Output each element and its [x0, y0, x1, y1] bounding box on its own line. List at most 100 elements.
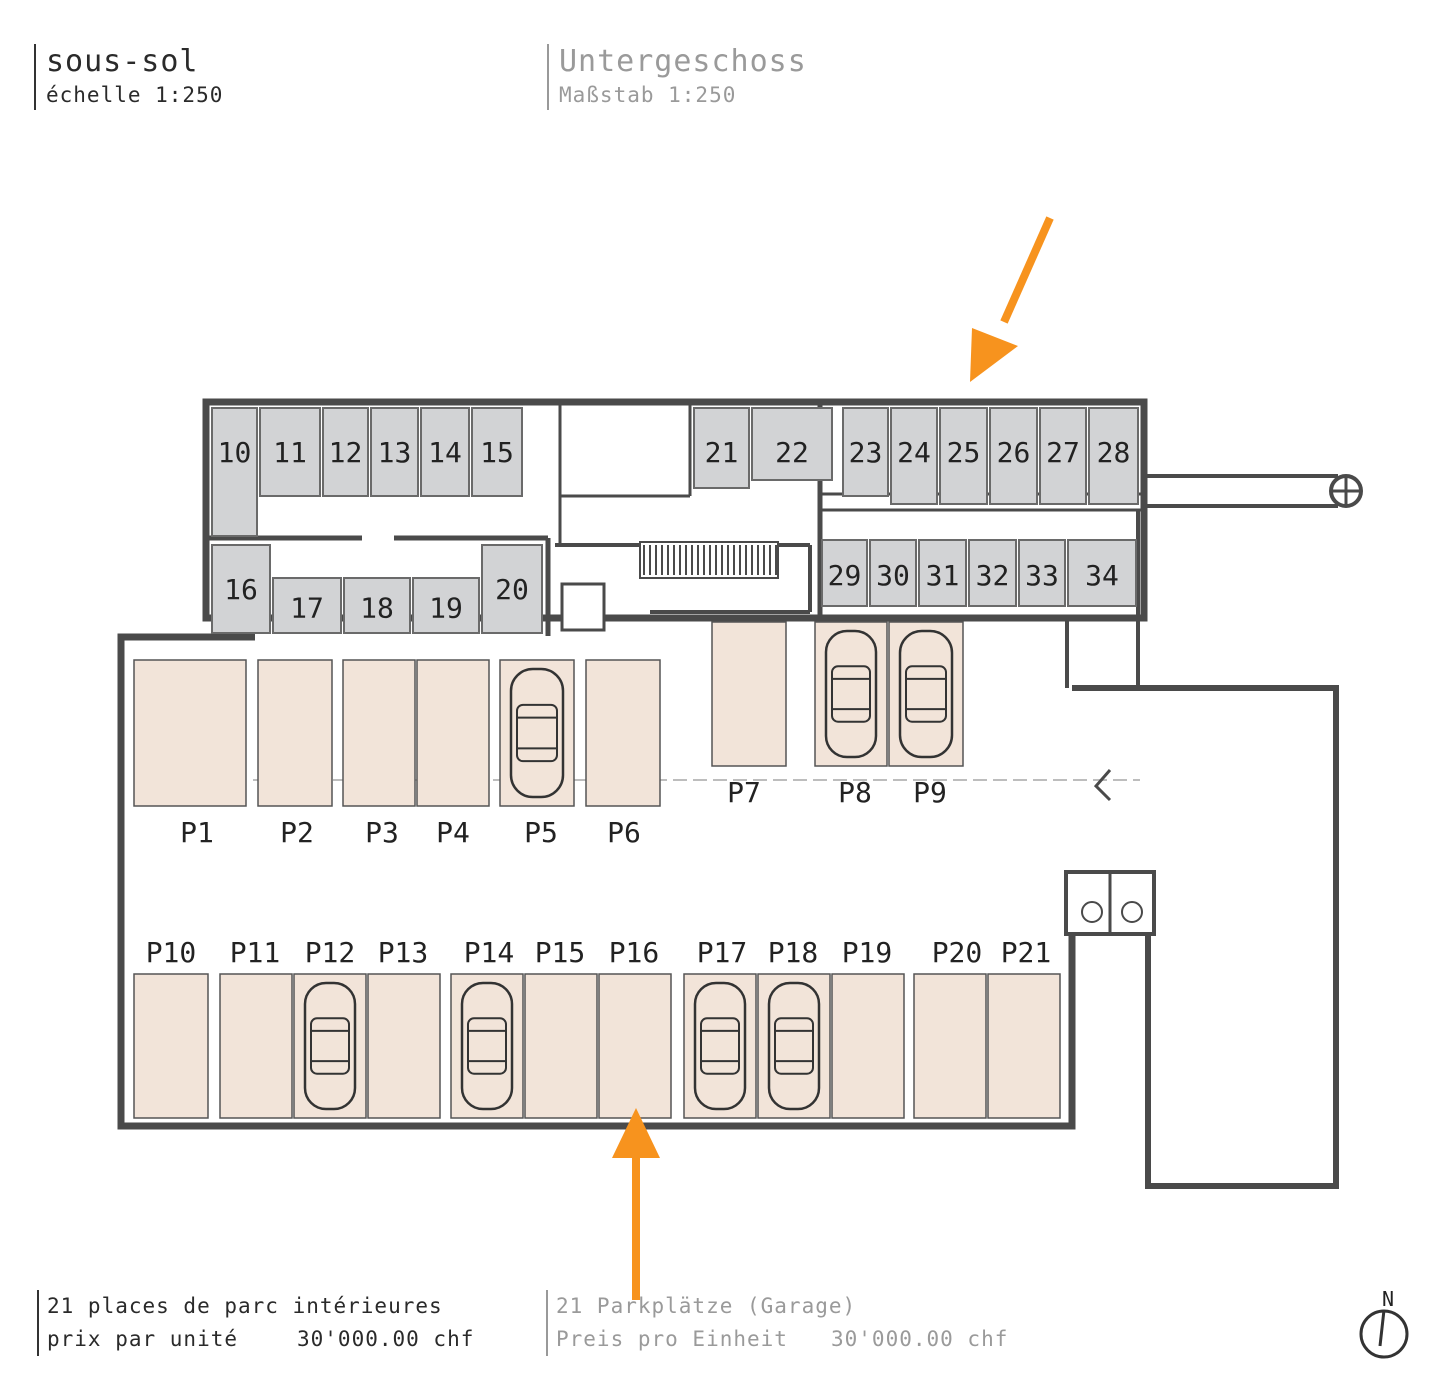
car-icon — [824, 629, 878, 759]
parking-label-P21: P21 — [1001, 936, 1052, 969]
parking-space-P11 — [219, 973, 293, 1119]
footer-french: 21 places de parc intérieures prix par u… — [37, 1290, 474, 1356]
cellar-21 — [693, 407, 750, 489]
cellar-29 — [821, 539, 868, 607]
cellar-34 — [1067, 539, 1137, 607]
parking-space-P15 — [524, 973, 598, 1119]
plan-scale-de: Maßstab 1:250 — [559, 83, 737, 107]
parking-space-P4 — [416, 659, 490, 807]
plan-title-de: Untergeschoss — [559, 44, 807, 79]
header-german: Untergeschoss Maßstab 1:250 — [547, 44, 807, 110]
compass-label: N — [1382, 1287, 1394, 1311]
cellar-24 — [890, 407, 938, 505]
cellar-32 — [968, 539, 1017, 607]
cellar-label-18: 18 — [360, 592, 394, 625]
price-value-de: 30'000.00 chf — [831, 1327, 1009, 1351]
walls — [117, 398, 1363, 1189]
cellar-label-29: 29 — [828, 559, 862, 592]
car-icon — [898, 629, 954, 759]
cellar-30 — [869, 539, 917, 607]
cellar-13 — [370, 407, 419, 497]
car-icon — [303, 981, 357, 1111]
parking-label-P6: P6 — [607, 816, 641, 849]
cellar-10 — [211, 407, 258, 537]
cellar-label-21: 21 — [705, 436, 739, 469]
plan-title-fr: sous-sol — [46, 44, 199, 79]
parking-label-P20: P20 — [932, 936, 983, 969]
parking-space-P16 — [598, 973, 672, 1119]
parking-label-P8: P8 — [838, 776, 872, 809]
cellar-label-24: 24 — [897, 436, 931, 469]
cellar-label-30: 30 — [876, 559, 910, 592]
parking-label-P13: P13 — [378, 936, 429, 969]
parking-label-P19: P19 — [842, 936, 893, 969]
parking-label-P14: P14 — [464, 936, 515, 969]
parking-label-P11: P11 — [230, 936, 281, 969]
parking-space-P6 — [585, 659, 661, 807]
parking-label-P12: P12 — [305, 936, 356, 969]
parking-count-fr: 21 places de parc intérieures — [47, 1294, 443, 1318]
parking-label-P16: P16 — [609, 936, 660, 969]
parking-space-P13 — [367, 973, 441, 1119]
parking-label-P5: P5 — [524, 816, 558, 849]
cellar-15 — [471, 407, 523, 497]
price-label-de: Preis pro Einheit — [556, 1327, 788, 1351]
cellar-27 — [1039, 407, 1087, 505]
price-value-fr: 30'000.00 chf — [297, 1327, 475, 1351]
footer-german: 21 Parkplätze (Garage) Preis pro Einheit… — [546, 1290, 1008, 1356]
cellar-23 — [842, 407, 889, 497]
arrow-up-icon — [612, 1108, 660, 1300]
cellar-11 — [259, 407, 321, 497]
cellar-31 — [918, 539, 967, 607]
cellar-14 — [420, 407, 470, 497]
cellar-label-10: 10 — [218, 436, 252, 469]
cellar-label-15: 15 — [480, 436, 514, 469]
cellar-label-14: 14 — [428, 436, 462, 469]
staircase — [643, 545, 777, 575]
cellar-label-22: 22 — [775, 436, 809, 469]
header-french: sous-sol échelle 1:250 — [34, 44, 223, 110]
parking-label-P2: P2 — [280, 816, 314, 849]
cellar-label-23: 23 — [849, 436, 883, 469]
parking-label-P9: P9 — [913, 776, 947, 809]
cellar-25 — [939, 407, 988, 505]
car-icon — [767, 981, 821, 1111]
parking-label-P18: P18 — [768, 936, 819, 969]
cellar-12 — [322, 407, 369, 497]
car-icon — [693, 981, 747, 1111]
arrow-down-left-icon — [970, 216, 1054, 382]
price-label-fr: prix par unité — [47, 1327, 239, 1351]
cellar-label-32: 32 — [976, 559, 1010, 592]
parking-label-P17: P17 — [697, 936, 748, 969]
cellar-18 — [343, 577, 411, 634]
north-compass: N — [1359, 1287, 1409, 1359]
car-icon — [460, 981, 514, 1111]
cellar-17 — [272, 577, 342, 634]
parking-space-P7 — [711, 621, 787, 767]
parking-space-P19 — [831, 973, 905, 1119]
parking-space-P2 — [257, 659, 333, 807]
cellar-label-16: 16 — [224, 573, 258, 606]
parking-label-P3: P3 — [365, 816, 399, 849]
cellar-label-28: 28 — [1097, 436, 1131, 469]
cellar-label-11: 11 — [273, 436, 307, 469]
cellar-label-12: 12 — [329, 436, 363, 469]
cellar-label-17: 17 — [290, 592, 324, 625]
parking-space-P3 — [342, 659, 416, 807]
highlight-arrows — [612, 216, 1054, 1300]
cellar-label-34: 34 — [1085, 559, 1119, 592]
cellar-20 — [481, 544, 543, 634]
cellar-label-26: 26 — [997, 436, 1031, 469]
cellar-16 — [211, 544, 271, 634]
cellar-26 — [989, 407, 1038, 505]
cellar-33 — [1018, 539, 1066, 607]
parking-space-P21 — [987, 973, 1061, 1119]
parking-label-P1: P1 — [180, 816, 214, 849]
cellar-label-33: 33 — [1025, 559, 1059, 592]
parking-space-P20 — [913, 973, 987, 1119]
cellar-label-20: 20 — [495, 573, 529, 606]
parking-label-P10: P10 — [146, 936, 197, 969]
